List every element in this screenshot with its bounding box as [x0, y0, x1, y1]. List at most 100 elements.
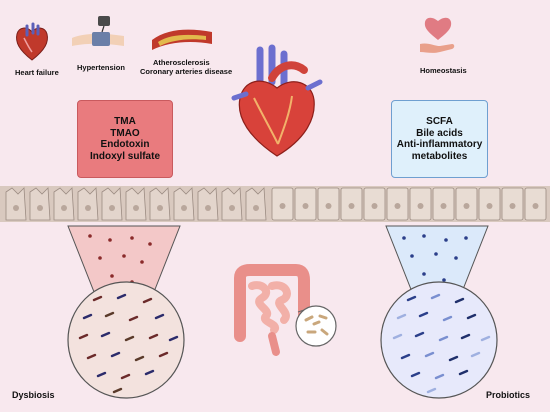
- metabolite-dot: [402, 236, 406, 240]
- metabolite-dot: [122, 254, 126, 258]
- metabolite-dot: [454, 256, 458, 260]
- cell-nucleus: [463, 203, 470, 209]
- bacterium: [110, 351, 121, 358]
- atherosclerosis-label: Atherosclerosis: [153, 58, 210, 67]
- metabolite-dot: [110, 274, 114, 278]
- metabolite-dot: [422, 234, 426, 238]
- intestine-icon: [234, 264, 337, 356]
- bacterium: [424, 351, 435, 358]
- dysbiosis-line: TMA: [114, 116, 136, 127]
- bacterium: [154, 313, 165, 320]
- damaged-epithelial-cell: [149, 187, 171, 221]
- heart-failure-icon: [16, 22, 48, 61]
- bacterium: [442, 315, 453, 322]
- probiotics-label: Probiotics: [486, 390, 531, 400]
- damaged-epithelial-cell: [101, 187, 123, 221]
- damaged-epithelial-cell: [245, 187, 267, 221]
- cell-nucleus: [348, 203, 355, 209]
- cell-nucleus: [205, 205, 211, 211]
- cell-nucleus: [253, 205, 259, 211]
- bacterium: [466, 313, 477, 320]
- heart-failure-label: Heart failure: [15, 68, 59, 77]
- bacterium: [480, 335, 491, 342]
- metabolite-dot: [442, 278, 446, 282]
- probiotic-line: Bile acids: [416, 127, 463, 139]
- bacterium: [454, 297, 465, 304]
- dysbiosis-line: Endotoxin: [100, 139, 150, 150]
- metabolite-dot: [130, 236, 134, 240]
- bacterium: [406, 295, 417, 302]
- bacterium: [430, 293, 441, 300]
- cell-nucleus: [181, 205, 187, 211]
- cell-nucleus: [157, 205, 163, 211]
- bacterium: [78, 333, 89, 340]
- bacterium: [458, 369, 469, 376]
- bacterium: [104, 311, 115, 318]
- bacterium: [82, 313, 93, 320]
- metabolite-dot: [88, 234, 92, 238]
- cell-nucleus: [13, 205, 19, 211]
- metabolite-dot: [444, 238, 448, 242]
- bacterium: [142, 297, 153, 304]
- bacterium: [470, 351, 481, 358]
- metabolite-dot: [140, 260, 144, 264]
- bacterium: [148, 333, 159, 340]
- bacterium: [460, 333, 471, 340]
- cell-nucleus: [486, 203, 493, 209]
- cell-nucleus: [61, 205, 67, 211]
- blood-pressure-cuff-icon: [72, 16, 124, 46]
- bacterium: [400, 353, 411, 360]
- cell-nucleus: [109, 205, 115, 211]
- cell-nucleus: [325, 203, 332, 209]
- damaged-epithelial-cell: [197, 187, 219, 221]
- metabolite-dot: [98, 256, 102, 260]
- bacterium: [448, 355, 459, 362]
- metabolite-dot: [464, 236, 468, 240]
- damaged-epithelial-cell: [221, 187, 243, 221]
- probiotic-line: metabolites: [411, 150, 468, 162]
- cell-nucleus: [229, 205, 235, 211]
- hypertension-label: Hypertension: [77, 63, 125, 72]
- bacterium: [112, 387, 123, 394]
- cell-nucleus: [417, 203, 424, 209]
- bacterium: [414, 331, 425, 338]
- heart-anatomy-icon: [231, 44, 323, 157]
- metabolite-dot: [148, 242, 152, 246]
- bacterium: [100, 331, 111, 338]
- cell-nucleus: [371, 203, 378, 209]
- bacterium: [434, 373, 445, 380]
- damaged-epithelial-cell: [29, 187, 51, 221]
- damaged-epithelial-cell: [77, 187, 99, 221]
- damaged-epithelial-cell: [5, 187, 27, 221]
- bacterium: [410, 371, 421, 378]
- bacterium: [128, 315, 139, 322]
- probiotic-line: SCFA: [426, 116, 453, 127]
- bacterium: [116, 293, 127, 300]
- metabolite-dot: [434, 252, 438, 256]
- probiotic-line: Anti-inflammatory: [396, 139, 483, 150]
- bacterium: [86, 353, 97, 360]
- cell-nucleus: [302, 203, 309, 209]
- bacterium: [158, 351, 169, 358]
- heart-hand-icon: [420, 17, 455, 53]
- homeostasis-label: Homeostasis: [420, 66, 467, 75]
- metabolite-dot: [410, 254, 414, 258]
- probiotic-metabolites-box: SCFA Bile acids Anti-inflammatory metabo…: [391, 100, 488, 178]
- bacterium: [134, 355, 145, 362]
- dysbiosis-label: Dysbiosis: [12, 390, 55, 400]
- dysbiosis-line: Indoxyl sulfate: [89, 150, 160, 162]
- cell-nucleus: [509, 203, 516, 209]
- cell-nucleus: [394, 203, 401, 209]
- bacterium: [168, 335, 179, 342]
- metabolite-dot: [422, 272, 426, 276]
- bacterium: [438, 335, 449, 342]
- bacterium: [392, 333, 403, 340]
- bacterium: [92, 295, 103, 302]
- damaged-epithelial-cell: [173, 187, 195, 221]
- cell-nucleus: [532, 203, 539, 209]
- bacterium: [144, 369, 155, 376]
- dysbiosis-line: TMAO: [110, 127, 140, 139]
- bacterium: [124, 335, 135, 342]
